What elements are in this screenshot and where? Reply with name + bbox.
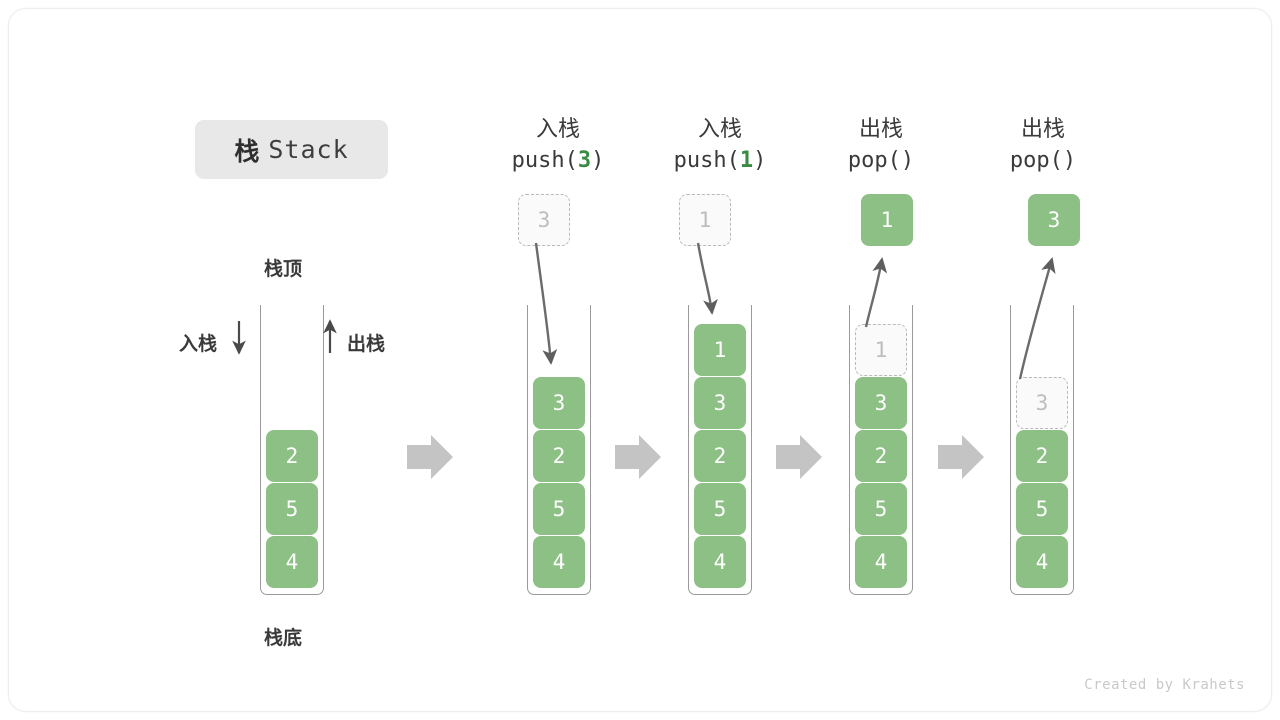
stack-cell: 2 [533, 430, 585, 482]
stack-cell-removed: 1 [855, 324, 907, 376]
stack-cell: 5 [266, 483, 318, 535]
pending-box-push-1: 1 [679, 194, 731, 246]
stack-bottom-label: 栈底 [264, 628, 303, 649]
stack-cells: 4 5 2 3 1 [694, 323, 746, 588]
stack-cell: 4 [266, 536, 318, 588]
heading-code-arg: 1 [739, 148, 754, 173]
popped-box-pop-1: 1 [861, 194, 913, 246]
stack-floor [688, 581, 752, 595]
stack-cells: 4 5 2 [266, 429, 318, 588]
figure-title-chip: 栈 Stack [195, 120, 388, 179]
stack-floor [1010, 581, 1074, 595]
popped-box-pop-3: 3 [1028, 194, 1080, 246]
stack-cell: 3 [694, 377, 746, 429]
stack-cell: 4 [1016, 536, 1068, 588]
pending-box-push-3: 3 [518, 194, 570, 246]
stack-wall-left [260, 305, 261, 587]
stack-after-push-1: 4 5 2 3 1 [688, 305, 752, 595]
heading-pop-3: 出栈 pop() [958, 114, 1128, 178]
push-direction-label: 入栈 [179, 334, 218, 355]
stack-cell: 2 [1016, 430, 1068, 482]
stack-floor [260, 581, 324, 595]
stack-cell: 5 [533, 483, 585, 535]
heading-code: push(1) [673, 148, 767, 173]
stack-cell: 5 [694, 483, 746, 535]
stack-wall-right [751, 305, 752, 587]
stack-wall-left [527, 305, 528, 587]
stack-cell: 1 [694, 324, 746, 376]
stack-after-pop-3: 4 5 2 3 [1010, 305, 1074, 595]
heading-cn: 入栈 [697, 116, 742, 141]
stack-wall-left [688, 305, 689, 587]
step-arrow-1 [407, 435, 453, 479]
stack-cell: 3 [855, 377, 907, 429]
stack-wall-left [1010, 305, 1011, 587]
diagram-canvas: 栈 Stack 栈顶 栈底 入栈 出栈 入栈 push(3) 入栈 push(1… [8, 8, 1272, 712]
figure-title-cn: 栈 [234, 137, 260, 166]
stack-wall-left [849, 305, 850, 587]
stack-cell: 4 [533, 536, 585, 588]
stack-wall-right [323, 305, 324, 587]
stack-after-push-3: 4 5 2 3 [527, 305, 591, 595]
stack-cells: 4 5 2 3 1 [855, 323, 907, 588]
heading-pop-1: 出栈 pop() [796, 114, 966, 178]
flow-arrow-push-1 [696, 242, 718, 315]
heading-code-arg: 3 [577, 148, 592, 173]
pop-direction-label: 出栈 [347, 334, 386, 355]
heading-code: pop() [847, 148, 915, 173]
heading-cn: 出栈 [1020, 116, 1065, 141]
stack-wall-right [1073, 305, 1074, 587]
stack-cell-removed: 3 [1016, 377, 1068, 429]
figure-credit: Created by Krahets [1084, 677, 1245, 693]
step-arrow-4 [938, 435, 984, 479]
figure-title-en: Stack [268, 135, 349, 164]
stack-wall-right [590, 305, 591, 587]
step-arrow-3 [776, 435, 822, 479]
step-arrow-2 [615, 435, 661, 479]
stack-cell: 3 [533, 377, 585, 429]
heading-code: push(3) [511, 148, 605, 173]
stack-cell: 5 [855, 483, 907, 535]
stack-floor [527, 581, 591, 595]
stack-cell: 4 [855, 536, 907, 588]
stack-after-pop-1: 4 5 2 3 1 [849, 305, 913, 595]
stack-initial: 4 5 2 [260, 305, 324, 595]
stack-top-label: 栈顶 [264, 259, 303, 280]
heading-push-1: 入栈 push(1) [635, 114, 805, 178]
stack-wall-right [912, 305, 913, 587]
stack-cell: 4 [694, 536, 746, 588]
stack-cell: 2 [694, 430, 746, 482]
stack-cells: 4 5 2 3 [533, 376, 585, 588]
heading-code: pop() [1009, 148, 1077, 173]
heading-push-3: 入栈 push(3) [473, 114, 643, 178]
stack-cell: 2 [855, 430, 907, 482]
stack-floor [849, 581, 913, 595]
heading-cn: 出栈 [858, 116, 903, 141]
stack-cells: 4 5 2 3 [1016, 376, 1068, 588]
heading-cn: 入栈 [535, 116, 580, 141]
stack-cell: 5 [1016, 483, 1068, 535]
stack-cell: 2 [266, 430, 318, 482]
